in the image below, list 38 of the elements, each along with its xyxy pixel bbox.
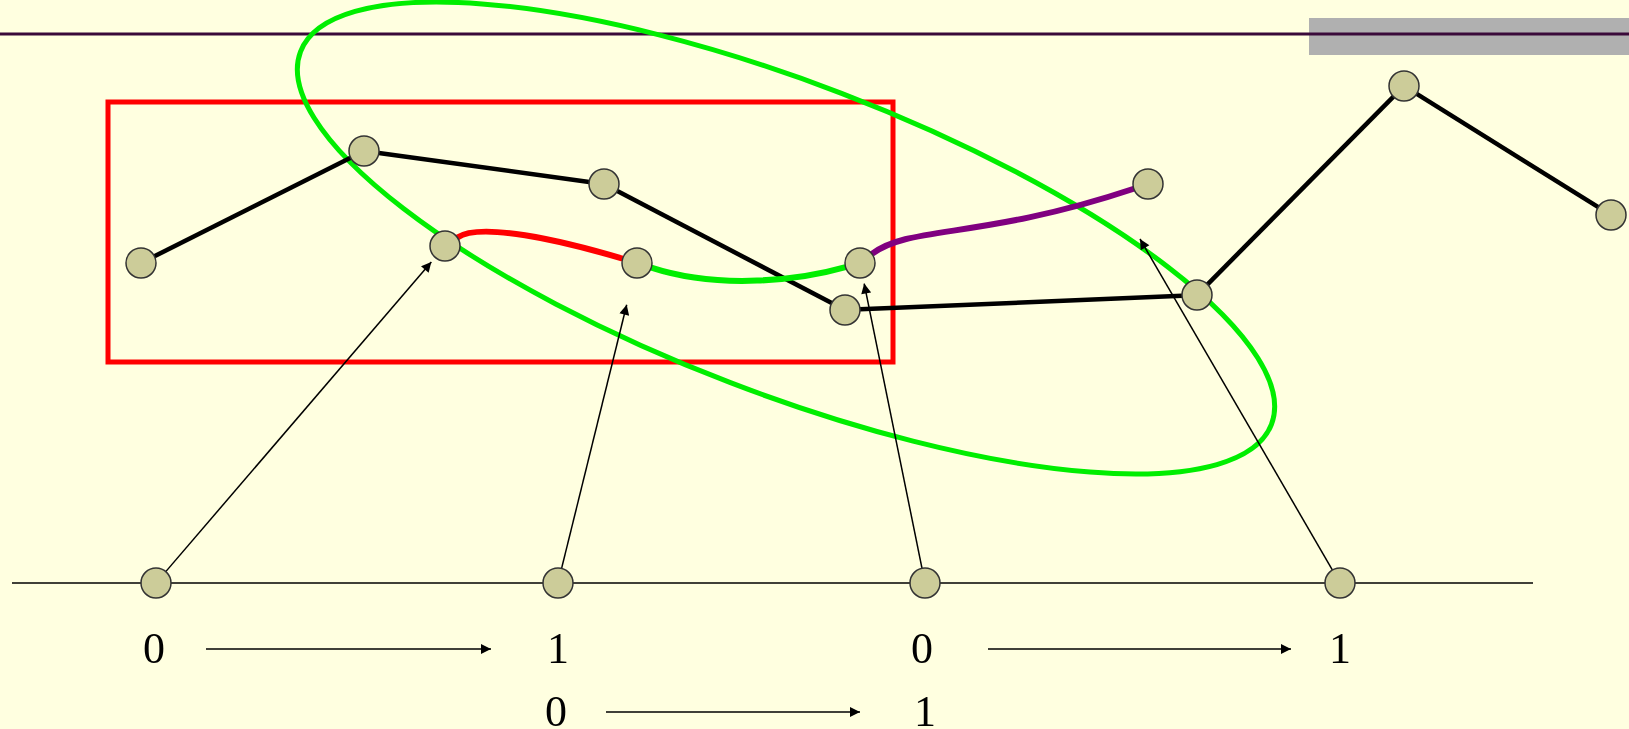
connector-line <box>153 155 352 259</box>
connector-line <box>1415 92 1600 209</box>
curve-line <box>870 185 1135 257</box>
vertex-dot <box>588 168 620 200</box>
arrow <box>605 707 861 717</box>
curve-line <box>650 264 847 284</box>
connector-line <box>1205 95 1396 286</box>
vertex-dot <box>348 135 380 167</box>
vertex-dot <box>1388 70 1420 102</box>
digit-label: 0 <box>545 690 567 729</box>
vertex-dot <box>909 567 941 599</box>
arrow <box>165 261 433 573</box>
vertex-dot <box>1595 199 1627 231</box>
digit-label: 1 <box>914 690 936 729</box>
vertex-dot <box>1181 279 1213 311</box>
connector-line <box>378 150 590 185</box>
digit-label: 1 <box>1329 627 1351 671</box>
vertex-dot <box>844 247 876 279</box>
vertex-dot <box>1132 168 1164 200</box>
vertex-dot <box>1324 567 1356 599</box>
vertex-dot <box>542 567 574 599</box>
curve-line <box>456 228 624 262</box>
arrow <box>1139 238 1334 571</box>
arrow <box>205 644 492 654</box>
connector-line <box>616 188 833 306</box>
connector-line <box>859 293 1183 312</box>
digit-label: 1 <box>547 627 569 671</box>
digit-label: 0 <box>911 627 933 671</box>
vertex-dot <box>621 247 653 279</box>
vertex-dot <box>829 294 861 326</box>
vertex-dot <box>140 567 172 599</box>
vertex-dot <box>429 230 461 262</box>
title-bar <box>1309 18 1629 55</box>
arrow <box>560 304 630 570</box>
vertex-dot <box>125 247 157 279</box>
arrow <box>861 282 923 570</box>
arrow <box>987 644 1292 654</box>
digit-label: 0 <box>143 627 165 671</box>
